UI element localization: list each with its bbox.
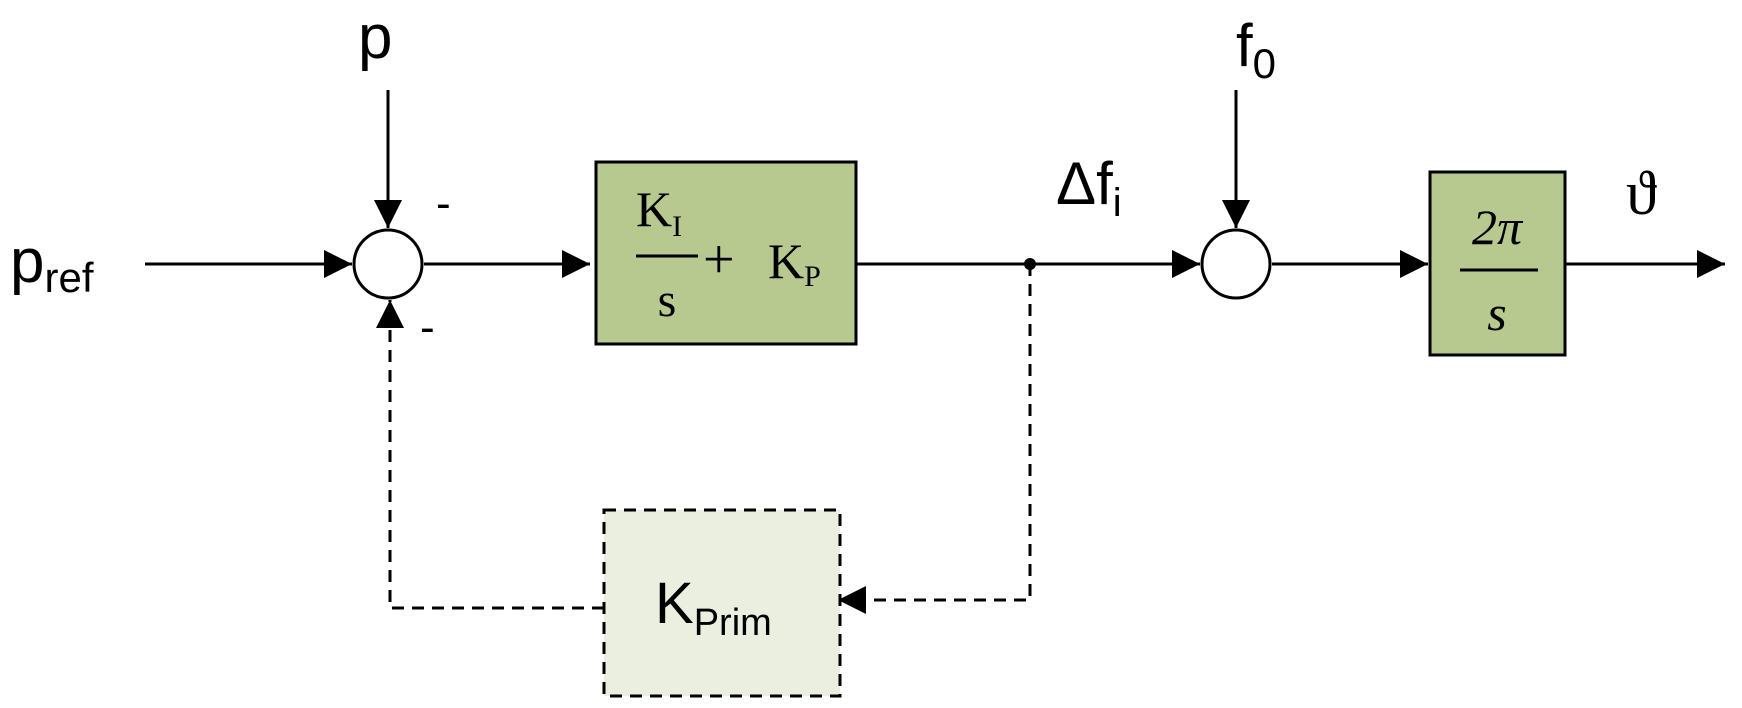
theta-label: ϑ bbox=[1626, 160, 1657, 228]
feedback-to-kprim-line bbox=[838, 264, 1032, 614]
pi-den: s bbox=[658, 274, 677, 327]
minus-sign-lower: - bbox=[420, 303, 435, 352]
svg-text:Δfi: Δfi bbox=[1056, 150, 1122, 225]
summing-junction-2 bbox=[1200, 228, 1272, 300]
k-prim-base: K bbox=[655, 571, 694, 636]
pi-term-base: K bbox=[768, 233, 804, 289]
pref-label-base: p bbox=[10, 227, 44, 296]
p-label: p bbox=[358, 3, 392, 72]
svg-text:KI: KI bbox=[636, 181, 682, 243]
pi-controller-block: KI s + KP bbox=[594, 160, 858, 346]
k-prim-rect bbox=[602, 508, 842, 698]
pi-num-base: K bbox=[636, 181, 672, 237]
connections bbox=[145, 90, 1725, 278]
svg-text:KPrim: KPrim bbox=[655, 571, 772, 644]
f0-label-base: f bbox=[1236, 12, 1253, 79]
delta-f-label-base: Δf bbox=[1056, 150, 1113, 217]
integrator-num: 2π bbox=[1472, 199, 1524, 255]
k-prim-block: KPrim bbox=[602, 508, 842, 698]
pi-plus: + bbox=[703, 229, 735, 291]
summing-junction-1 bbox=[352, 228, 424, 300]
integrator-block: 2π s bbox=[1428, 170, 1567, 357]
feedback-path bbox=[376, 264, 1032, 614]
f0-label-sub: 0 bbox=[1253, 40, 1276, 87]
svg-text:KP: KP bbox=[768, 233, 821, 293]
branch-point bbox=[1024, 258, 1036, 270]
integrator-rect bbox=[1428, 170, 1567, 357]
k-prim-sub: Prim bbox=[694, 602, 772, 644]
svg-text:f0: f0 bbox=[1236, 12, 1276, 87]
pi-term-sub: P bbox=[804, 260, 821, 293]
delta-f-label-sub: i bbox=[1113, 181, 1122, 225]
pi-num-sub: I bbox=[672, 210, 682, 243]
pref-label-sub: ref bbox=[44, 254, 93, 301]
integrator-den: s bbox=[1487, 285, 1506, 341]
kprim-to-sum1-line bbox=[376, 300, 604, 610]
svg-text:pref: pref bbox=[10, 227, 94, 301]
pi-controller-rect bbox=[594, 160, 858, 346]
minus-sign-upper: - bbox=[436, 179, 451, 228]
